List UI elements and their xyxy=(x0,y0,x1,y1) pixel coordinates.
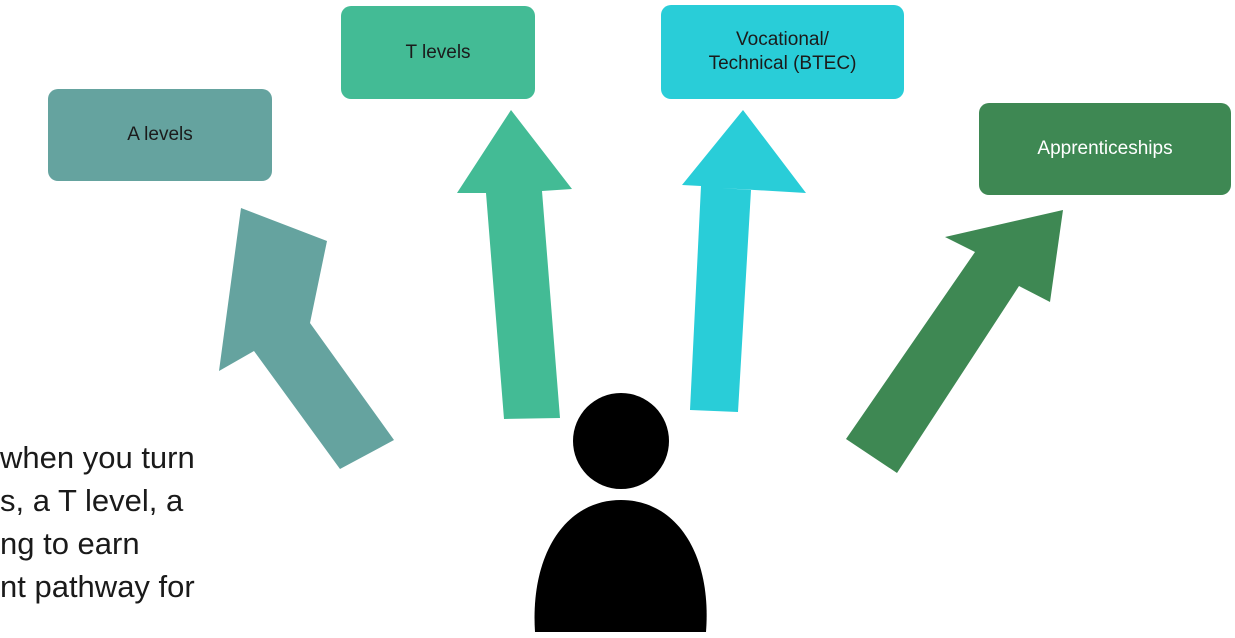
person-icon xyxy=(534,393,707,632)
vocational-label-line2: Technical (BTEC) xyxy=(708,53,857,74)
apprenticeships-box: Apprenticeships xyxy=(979,103,1231,195)
vocational-box: Vocational/ Technical (BTEC) xyxy=(661,5,904,99)
arrow-t-levels xyxy=(457,110,572,419)
caption-line-4: nt pathway for xyxy=(0,569,195,604)
caption-line-2: s, a T level, a xyxy=(0,483,184,518)
a-levels-box: A levels xyxy=(48,89,272,181)
vocational-label-line1: Vocational/ xyxy=(736,29,829,50)
caption-line-1: when you turn xyxy=(0,440,195,475)
t-levels-label: T levels xyxy=(405,41,471,63)
arrow-a-levels xyxy=(219,208,394,469)
apprenticeships-label: Apprenticeships xyxy=(1037,138,1173,159)
a-levels-label: A levels xyxy=(127,124,193,145)
caption-text: when you turn s, a T level, a ng to earn… xyxy=(0,440,290,638)
caption-line-3: ng to earn xyxy=(0,526,140,561)
arrow-apprenticeships xyxy=(846,210,1063,473)
t-levels-box: T levels xyxy=(341,6,535,99)
arrow-vocational xyxy=(682,110,806,412)
